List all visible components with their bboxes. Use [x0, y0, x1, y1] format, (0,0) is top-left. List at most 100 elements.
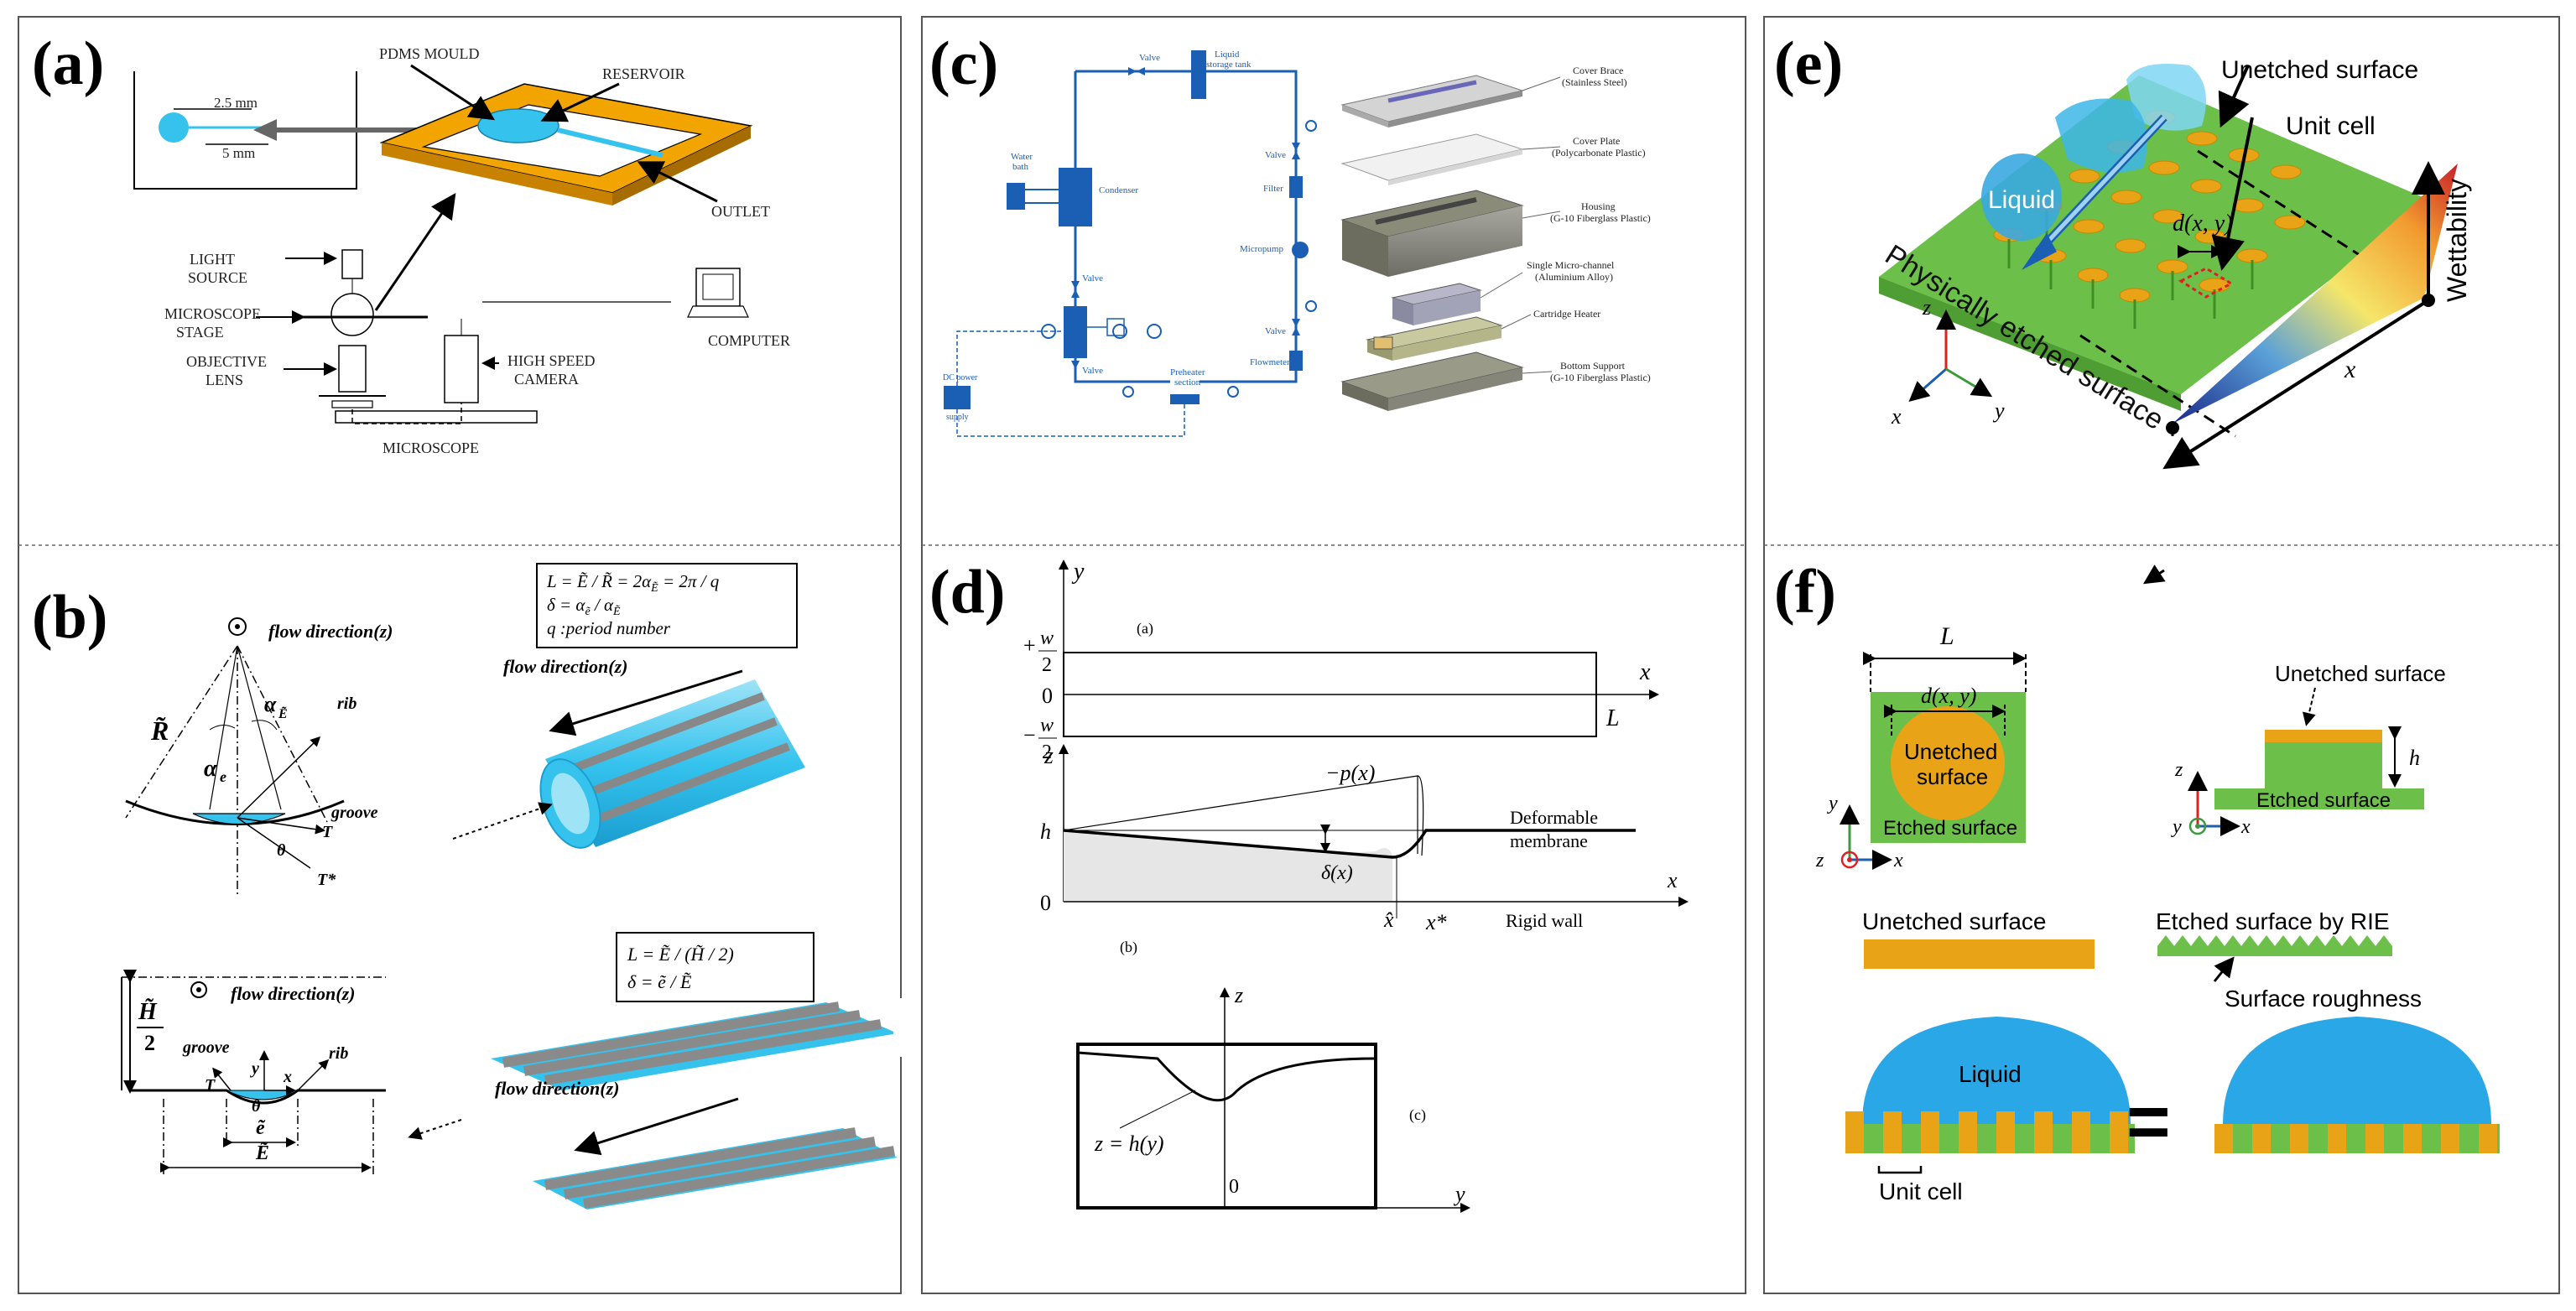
d-y: y — [1071, 559, 1085, 585]
b-alpha-e-sub: e — [220, 768, 226, 785]
b-groove2: groove — [182, 1038, 230, 1057]
e-wettability-wedge — [2173, 164, 2458, 424]
c-cover-brace-2: (Stainless Steel) — [1562, 76, 1627, 88]
f-side-base — [2214, 788, 2424, 809]
c-bottom-support — [1340, 351, 1524, 411]
panel-frames — [18, 16, 2560, 1294]
c-valve-top: Valve — [1139, 53, 1160, 63]
c-preheater-1: Preheater — [1170, 367, 1205, 377]
d-h: h — [1040, 819, 1051, 844]
cam-label-1: HIGH SPEED — [507, 352, 596, 369]
f-legend-green — [2157, 935, 2392, 956]
b-flow-bottom-right: flow direction(z) — [495, 1078, 620, 1099]
c-cover-plate-1: Cover Plate — [1573, 135, 1620, 147]
d-deform-2: membrane — [1510, 830, 1588, 851]
f-top-pillar — [1891, 706, 2005, 820]
d-w-bot: w — [1040, 715, 1054, 736]
c-preheater-2: section — [1174, 377, 1201, 388]
b-eq1-l2d: Ẽ — [612, 604, 621, 618]
f-h: h — [2409, 746, 2420, 770]
light-label-1: LIGHT — [190, 251, 235, 268]
f-L: L — [1939, 622, 1954, 650]
c-bottom-1: Bottom Support — [1560, 360, 1626, 372]
b-T-star: T* — [317, 871, 336, 889]
b-two: 2 — [144, 1031, 155, 1055]
b-eq1-l3: q :period number — [547, 618, 671, 638]
d-b: (b) — [1120, 939, 1137, 956]
c-condenser-label: Condenser — [1099, 185, 1138, 195]
f-liquid: Liquid — [1959, 1061, 2022, 1087]
b-e-tilde: ẽ — [256, 1117, 266, 1139]
stage-arrow — [374, 193, 456, 311]
b-cylinder — [539, 679, 805, 849]
f-y2: y — [2171, 816, 2182, 838]
c-water-bath — [1007, 183, 1025, 210]
panel-c-letter: (c) — [929, 29, 998, 98]
c-pump-label: Micropump — [1240, 244, 1283, 254]
f-unit-cell: Unit cell — [1879, 1178, 1963, 1204]
d-x2: x — [1667, 868, 1678, 892]
b-eq2-l1: L = Ẽ / (H̃ / 2) — [627, 944, 734, 965]
b-eq1-l1: L = Ẽ / R̃ = 2α — [546, 571, 652, 591]
c-cover-brace — [1340, 75, 1524, 127]
c-water-bath-2: bath — [1012, 162, 1028, 172]
reservoir-shape — [477, 108, 559, 143]
b-eq1-l1b: Ẽ — [650, 580, 658, 595]
d-zhy: z = h(y) — [1094, 1132, 1164, 1156]
d-a: (a) — [1137, 620, 1153, 637]
b-eq-box-2 — [616, 932, 814, 1002]
panel-d: (d) y (a) x L + w 2 0 − w 2 z −p(x) δ(x)… — [929, 558, 1689, 1213]
e-y: y — [1992, 398, 2005, 423]
f-legend-orange — [1864, 939, 2095, 969]
c-valve-left: Valve — [1082, 273, 1103, 284]
e-drop-1 — [2126, 64, 2206, 131]
d-x-hat: x̂ — [1383, 908, 1394, 932]
f-x2: x — [2240, 816, 2251, 838]
d-x-star: x* — [1425, 910, 1447, 934]
d-plus: + — [1023, 633, 1036, 658]
b-alpha-e: α — [204, 756, 217, 782]
b-rib2: rib — [329, 1044, 348, 1063]
c-housing-1: Housing — [1581, 200, 1616, 212]
c-housing-2: (G-10 Fiberglass Plastic) — [1550, 212, 1651, 224]
b-eq2-l2: δ = ẽ / Ẽ — [627, 971, 692, 992]
f-drop-right — [2223, 1017, 2491, 1124]
d-deform-1: Deformable — [1510, 807, 1598, 828]
stage-label-1: MICROSCOPE — [164, 305, 261, 322]
b-x: x — [283, 1068, 292, 1086]
f-equals: = — [2126, 1080, 2171, 1164]
f-side-unetched — [2265, 730, 2382, 742]
light-source-shape — [341, 249, 363, 279]
d-cross-section — [1076, 1043, 1377, 1210]
c-heater — [1366, 316, 1503, 361]
b-flow-right: flow direction(z) — [503, 656, 628, 677]
c-cover-plate-2: (Polycarbonate Plastic) — [1552, 147, 1646, 159]
panel-e-letter: (e) — [1774, 29, 1843, 98]
b-theta: θ — [277, 841, 286, 860]
panel-e: (e) Liquid Unetched surface U — [1774, 29, 2472, 470]
e-unit-cell-box — [2178, 267, 2235, 299]
d-minus: − — [1023, 723, 1036, 747]
f-z2: z — [2174, 759, 2183, 781]
b-sheet-top — [491, 1001, 898, 1090]
b-alpha-E-sub: Ẽ — [278, 705, 288, 721]
panel-d-letter: (d) — [929, 558, 1005, 627]
objective-shape — [338, 345, 367, 393]
e-liquid: Liquid — [1988, 186, 2055, 214]
d-two-top: 2 — [1042, 654, 1052, 676]
d-w-top: w — [1040, 627, 1054, 649]
b-r-tilde: R̃ — [150, 715, 169, 746]
b-radius-left — [125, 645, 238, 819]
f-z: z — [1815, 850, 1824, 871]
c-housing — [1340, 190, 1524, 277]
c-preheater — [1170, 394, 1200, 404]
e-x: x — [1891, 404, 1902, 429]
c-bottom-2: (G-10 Fiberglass Plastic) — [1550, 372, 1651, 383]
c-filter — [1289, 176, 1303, 198]
e-wett: Wettability — [2442, 179, 2472, 302]
b-T: T — [322, 823, 333, 841]
c-water-bath-1: Water — [1011, 152, 1033, 162]
svg-text:δ = αẽ / αẼ: δ = αẽ / αẼ — [547, 595, 621, 618]
d-x: x — [1639, 659, 1651, 685]
